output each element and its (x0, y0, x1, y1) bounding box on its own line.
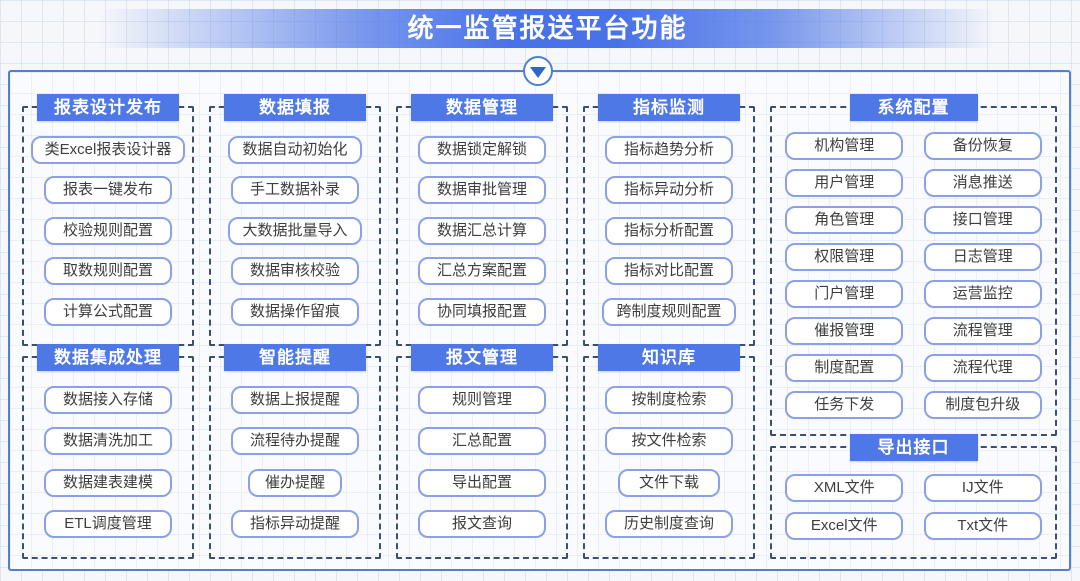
feature-item: 数据锁定解锁 (418, 135, 546, 164)
feature-item: 指标对比配置 (605, 257, 733, 285)
column-4: 指标监测 指标趋势分析 指标异动分析 指标分析配置 指标对比配置 跨制度规则配置… (583, 94, 755, 559)
page-title: 统一监管报送平台功能 (100, 9, 995, 48)
section-items: 指标趋势分析 指标异动分析 指标分析配置 指标对比配置 跨制度规则配置 (591, 123, 747, 338)
feature-item: 文件下载 (617, 468, 721, 497)
feature-item: XML文件 (785, 473, 904, 502)
column-2: 数据填报 数据自动初始化 手工数据补录 大数据批量导入 数据审核校验 数据操作留… (209, 94, 381, 559)
feature-item: 协同填报配置 (418, 297, 546, 326)
feature-item: 机构管理 (785, 132, 904, 160)
section-header: 数据集成处理 (37, 344, 179, 371)
feature-item: 指标异动分析 (605, 176, 733, 204)
feature-item: 任务下发 (785, 391, 904, 419)
feature-item: 制度包升级 (923, 391, 1042, 419)
feature-item: 校验规则配置 (44, 216, 172, 245)
section-items: 规则管理 汇总配置 导出配置 报文查询 (404, 373, 560, 551)
section-system-config: 系统配置 机构管理 备份恢复 用户管理 消息推送 角色管理 接口管理 权限管理 … (770, 94, 1057, 436)
feature-item: 流程管理 (923, 317, 1042, 345)
feature-item: IJ文件 (923, 473, 1042, 502)
feature-item: 报表一键发布 (44, 176, 172, 204)
section-items: 数据自动初始化 手工数据补录 大数据批量导入 数据审核校验 数据操作留痕 (217, 123, 373, 338)
section-items: 机构管理 备份恢复 用户管理 消息推送 角色管理 接口管理 权限管理 日志管理 … (778, 123, 1049, 428)
feature-item: 角色管理 (785, 206, 904, 234)
feature-item: 消息推送 (923, 169, 1042, 197)
section-items: 数据接入存储 数据清洗加工 数据建表建模 ETL调度管理 (30, 373, 186, 551)
feature-item: 数据操作留痕 (231, 297, 359, 326)
feature-item: 催报管理 (785, 317, 904, 345)
feature-item: Txt文件 (923, 512, 1042, 541)
section-items: 数据上报提醒 流程待办提醒 催办提醒 指标异动提醒 (217, 373, 373, 551)
column-5: 系统配置 机构管理 备份恢复 用户管理 消息推送 角色管理 接口管理 权限管理 … (770, 94, 1057, 559)
column-1: 报表设计发布 类Excel报表设计器 报表一键发布 校验规则配置 取数规则配置 … (22, 94, 194, 559)
feature-item: 跨制度规则配置 (602, 297, 736, 326)
feature-item: 汇总方案配置 (418, 257, 546, 285)
feature-item: ETL调度管理 (44, 509, 172, 538)
section-smart-reminder: 智能提醒 数据上报提醒 流程待办提醒 催办提醒 指标异动提醒 (209, 344, 381, 559)
platform-function-panel: 报表设计发布 类Excel报表设计器 报表一键发布 校验规则配置 取数规则配置 … (8, 70, 1071, 571)
section-data-integration: 数据集成处理 数据接入存储 数据清洗加工 数据建表建模 ETL调度管理 (22, 344, 194, 559)
feature-item: 门户管理 (785, 280, 904, 308)
section-header: 报表设计发布 (37, 94, 179, 121)
feature-item: 数据上报提醒 (231, 386, 359, 415)
feature-item: 流程代理 (923, 354, 1042, 382)
section-header: 数据管理 (411, 94, 553, 121)
feature-item: 数据建表建模 (44, 468, 172, 497)
feature-item: 按文件检索 (605, 427, 733, 456)
section-header: 报文管理 (411, 344, 553, 371)
feature-item: 导出配置 (418, 468, 546, 497)
feature-item: 汇总配置 (418, 427, 546, 456)
feature-item: Excel文件 (785, 512, 904, 541)
feature-item: 数据汇总计算 (418, 216, 546, 245)
feature-item: 制度配置 (785, 354, 904, 382)
section-items: 按制度检索 按文件检索 文件下载 历史制度查询 (591, 373, 747, 551)
section-items: XML文件 IJ文件 Excel文件 Txt文件 (778, 463, 1049, 551)
feature-item: 用户管理 (785, 169, 904, 197)
section-items: 类Excel报表设计器 报表一键发布 校验规则配置 取数规则配置 计算公式配置 (30, 123, 186, 338)
section-export-interface: 导出接口 XML文件 IJ文件 Excel文件 Txt文件 (770, 434, 1057, 559)
feature-item: 大数据批量导入 (228, 216, 362, 245)
feature-item: 数据审批管理 (418, 176, 546, 204)
feature-item: 计算公式配置 (44, 297, 172, 326)
section-header: 智能提醒 (224, 344, 366, 371)
feature-item: 报文查询 (418, 509, 546, 538)
feature-item: 数据自动初始化 (228, 135, 362, 164)
section-header: 数据填报 (224, 94, 366, 121)
section-report-design-publish: 报表设计发布 类Excel报表设计器 报表一键发布 校验规则配置 取数规则配置 … (22, 94, 194, 346)
feature-item: 接口管理 (923, 206, 1042, 234)
section-header: 导出接口 (849, 434, 978, 461)
feature-item: 日志管理 (923, 243, 1042, 271)
feature-item: 催办提醒 (248, 468, 342, 497)
section-message-management: 报文管理 规则管理 汇总配置 导出配置 报文查询 (396, 344, 568, 559)
feature-item: 指标异动提醒 (231, 509, 359, 538)
feature-item: 规则管理 (418, 386, 546, 415)
section-header: 系统配置 (849, 94, 978, 121)
section-header: 指标监测 (598, 94, 740, 121)
section-items: 数据锁定解锁 数据审批管理 数据汇总计算 汇总方案配置 协同填报配置 (404, 123, 560, 338)
section-knowledge-base: 知识库 按制度检索 按文件检索 文件下载 历史制度查询 (583, 344, 755, 559)
feature-item: 数据接入存储 (44, 386, 172, 415)
feature-item: 指标分析配置 (605, 216, 733, 245)
feature-item: 备份恢复 (923, 132, 1042, 160)
feature-item: 权限管理 (785, 243, 904, 271)
feature-item: 类Excel报表设计器 (30, 135, 186, 164)
feature-item: 手工数据补录 (231, 176, 359, 204)
feature-item: 按制度检索 (605, 386, 733, 415)
section-data-management: 数据管理 数据锁定解锁 数据审批管理 数据汇总计算 汇总方案配置 协同填报配置 (396, 94, 568, 346)
feature-item: 数据清洗加工 (44, 427, 172, 456)
column-3: 数据管理 数据锁定解锁 数据审批管理 数据汇总计算 汇总方案配置 协同填报配置 … (396, 94, 568, 559)
chevron-down-icon (530, 67, 546, 78)
feature-item: 取数规则配置 (44, 257, 172, 285)
feature-item: 数据审核校验 (231, 257, 359, 285)
section-data-filling: 数据填报 数据自动初始化 手工数据补录 大数据批量导入 数据审核校验 数据操作留… (209, 94, 381, 346)
feature-item: 流程待办提醒 (231, 427, 359, 456)
section-header: 知识库 (598, 344, 740, 371)
feature-item: 历史制度查询 (605, 509, 733, 538)
feature-item: 指标趋势分析 (605, 135, 733, 164)
flow-connector (523, 56, 553, 86)
feature-item: 运营监控 (923, 280, 1042, 308)
section-indicator-monitoring: 指标监测 指标趋势分析 指标异动分析 指标分析配置 指标对比配置 跨制度规则配置 (583, 94, 755, 346)
